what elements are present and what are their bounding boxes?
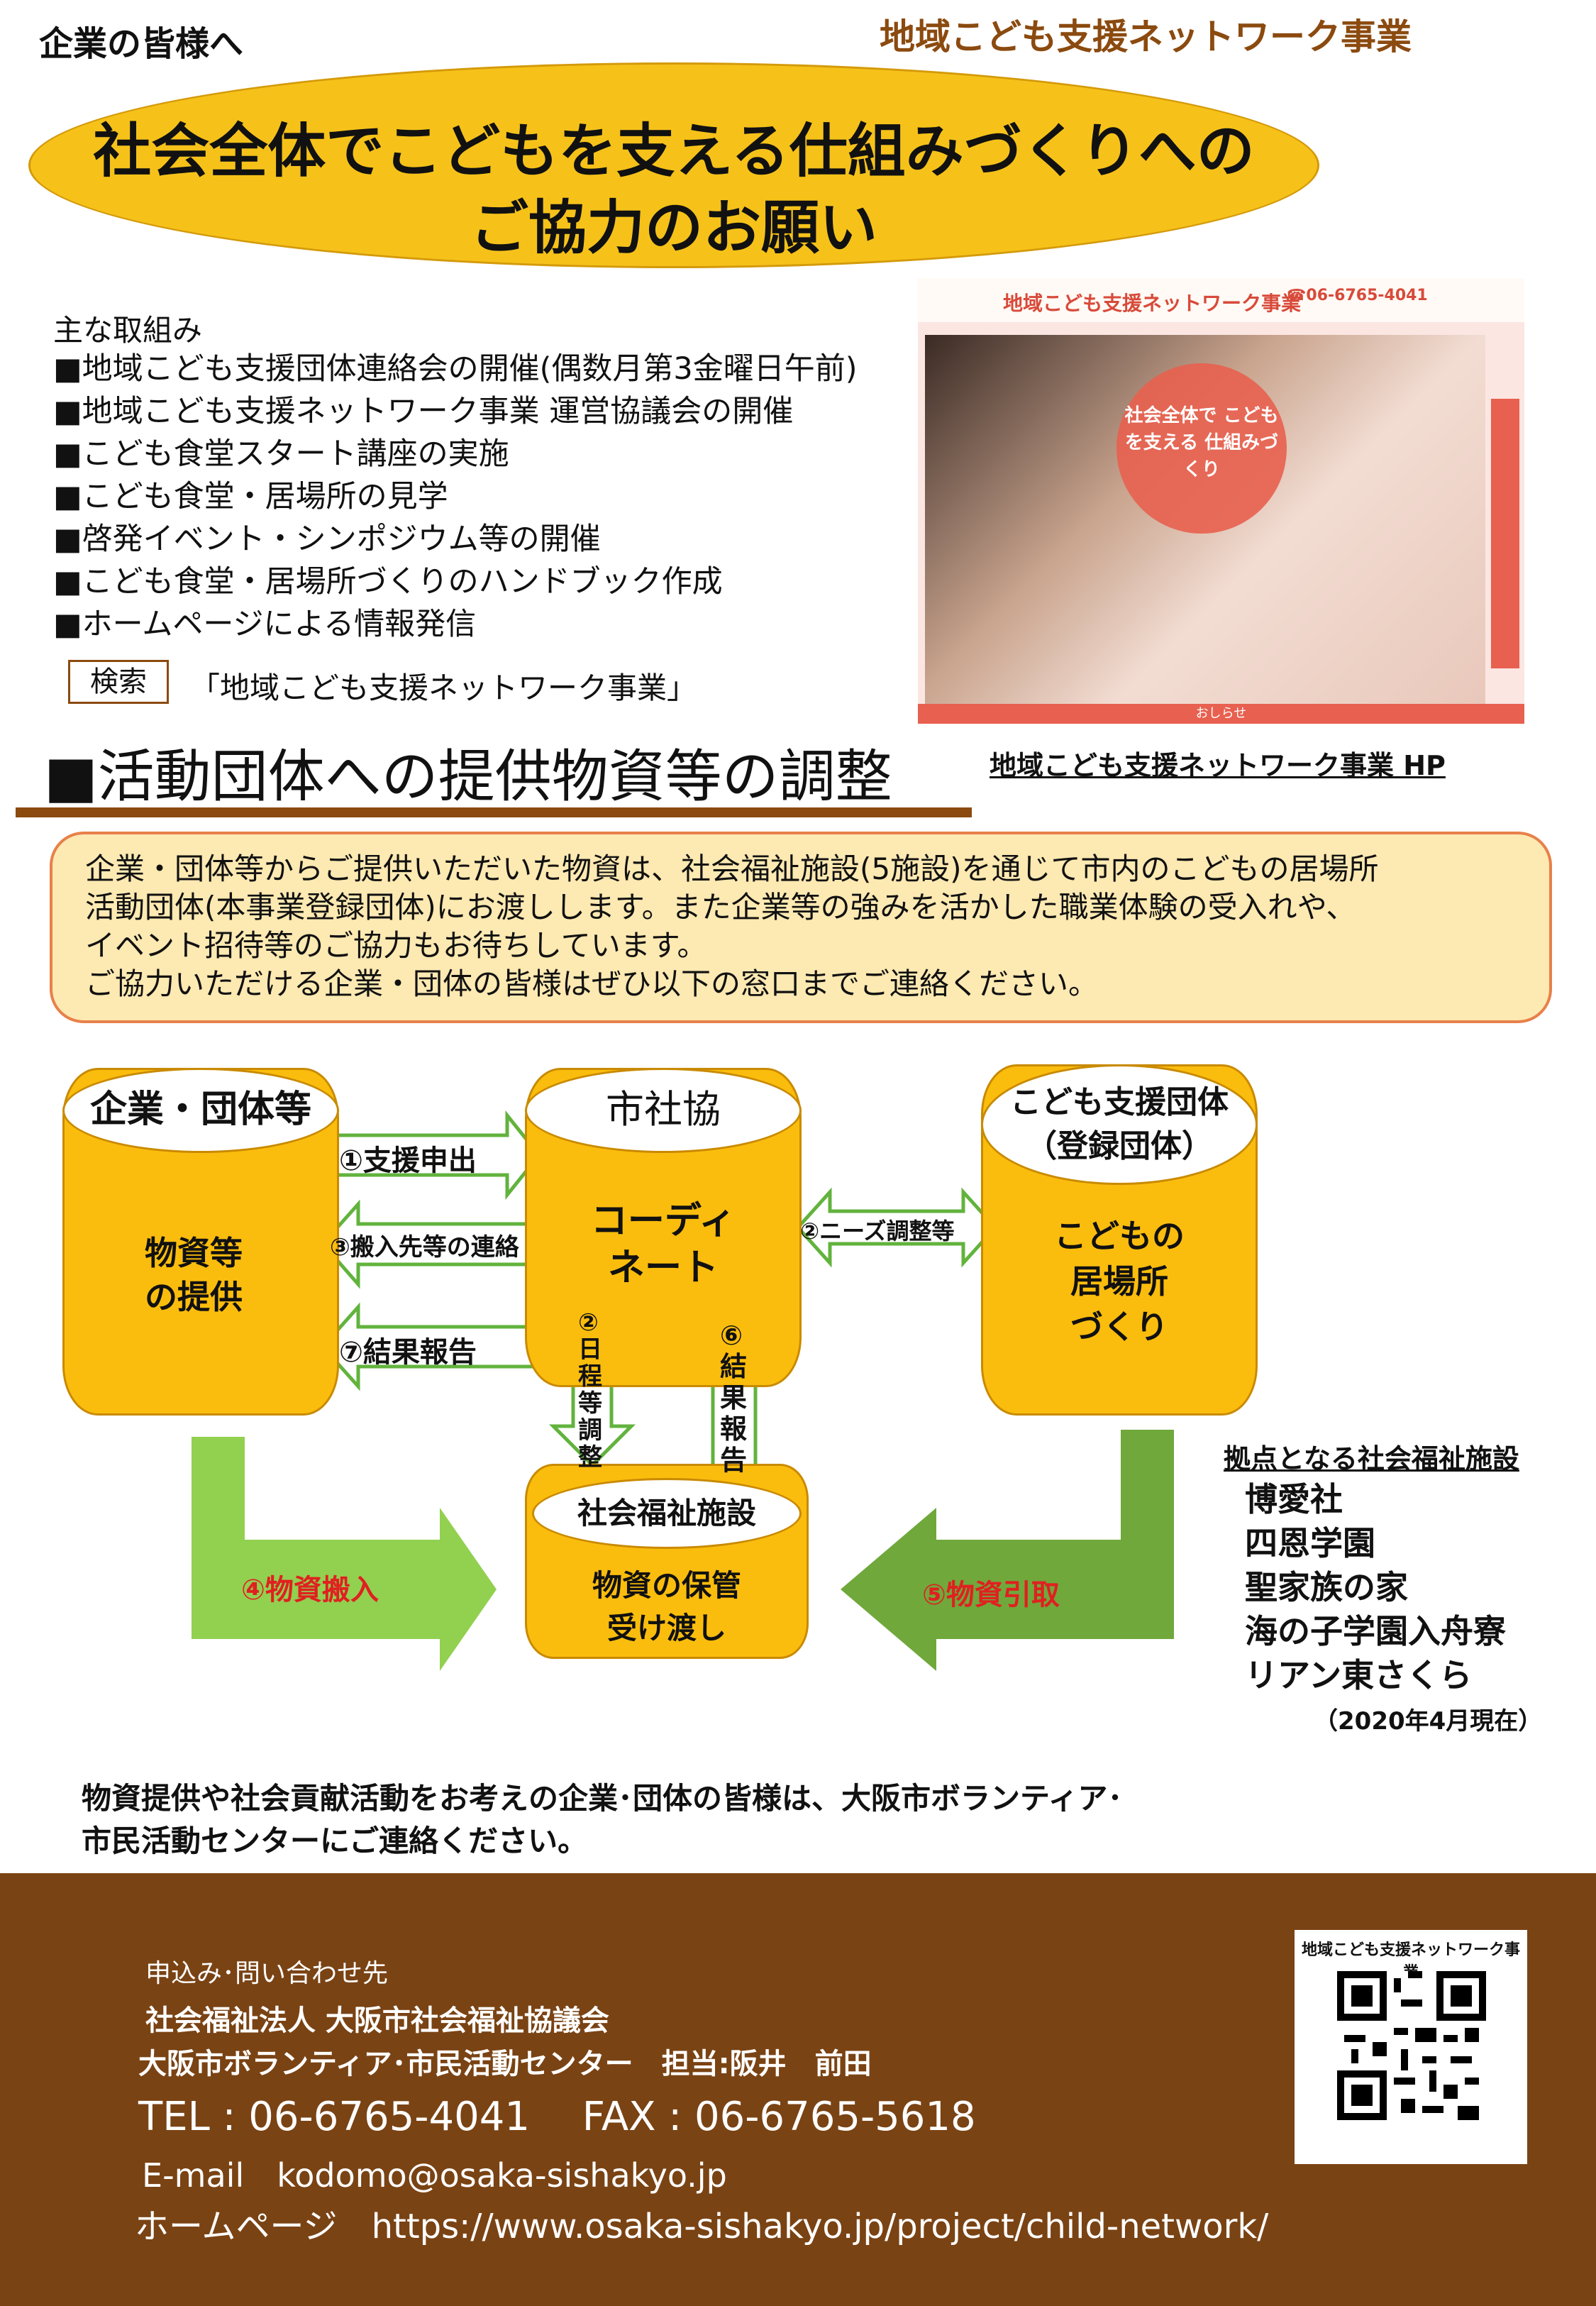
step2-schedule-label: ②日程等調整 <box>578 1308 602 1472</box>
facilities-list: 博愛社 四恩学園 聖家族の家 海の子学園入舟寮 リアン東さくら <box>1245 1477 1506 1697</box>
support-body-line: こどもの <box>1054 1217 1185 1255</box>
org-name: 社会福祉法人 大阪市社会福祉協議会 <box>145 2004 609 2037</box>
facility-body: 物資の保管 受け渡し <box>525 1565 809 1650</box>
support-body-line: づくり <box>1070 1308 1168 1346</box>
support-body-line: 居場所 <box>1070 1262 1168 1301</box>
hp-header <box>918 278 1524 322</box>
page-title: 社会全体でこどもを支える仕組みづくりへの ご協力のお願い <box>28 114 1319 267</box>
step2-needs-label: ②ニーズ調整等 <box>800 1218 955 1245</box>
search-term: 「地域こども支援ネットワーク事業」 <box>190 671 697 705</box>
council-body: コーディ ネート <box>525 1198 802 1291</box>
greeting-heading: 企業の皆様へ <box>39 24 244 64</box>
list-item: ■こども食堂・居場所の見学 <box>53 479 448 514</box>
initiatives-list: ■地域こども支援団体連絡会の開催(偶数月第3金曜日午前) ■地域こども支援ネット… <box>53 348 858 646</box>
company-body: 物資等 の提供 <box>62 1231 325 1319</box>
arrow-step4 <box>192 1437 497 1671</box>
list-item: リアン東さくら <box>1245 1656 1473 1694</box>
list-item: ■こども食堂スタート講座の実施 <box>53 436 509 472</box>
program-name: 地域こども支援ネットワーク事業 <box>880 16 1412 57</box>
support-org-cap: こども支援団体 （登録団体） <box>981 1064 1258 1185</box>
list-item: ■こども食堂・居場所づくりのハンドブック作成 <box>53 564 723 600</box>
list-item: ■地域こども支援団体連絡会の開催(偶数月第3金曜日午前) <box>53 351 858 387</box>
info-line: イベント招待等のご協力もお待ちしています。 <box>85 928 707 963</box>
hp-footer: おしらせ <box>918 704 1524 724</box>
list-item: 四恩学園 <box>1245 1524 1375 1562</box>
title-line-1: 社会全体でこどもを支える仕組みづくりへの <box>93 118 1255 185</box>
list-item: 海の子学園入舟寮 <box>1245 1612 1506 1650</box>
support-cap-line: （登録団体） <box>1026 1128 1213 1164</box>
hp-caption: 地域こども支援ネットワーク事業 HP <box>990 750 1446 781</box>
company-body-line: 物資等 <box>145 1234 243 1272</box>
council-cap: 市社協 <box>525 1068 802 1153</box>
arrow-step1 <box>328 1110 542 1201</box>
list-item: ■ホームページによる情報発信 <box>53 607 477 642</box>
step6-label: ⑥結果報告 <box>720 1320 748 1476</box>
facilities-note: （2020年4月現在） <box>1314 1707 1543 1736</box>
step5-label: ⑤物資引取 <box>922 1579 1060 1611</box>
list-item: ■地域こども支援ネットワーク事業 運営協議会の開催 <box>53 394 794 429</box>
cta-line: 物資提供や社会貢献活動をお考えの企業･団体の皆様は、大阪市ボランティア･ <box>82 1781 1123 1816</box>
support-org-body: こどもの 居場所 づくり <box>981 1213 1258 1350</box>
contact-label: 申込み･問い合わせ先 <box>145 1959 389 1988</box>
facilities-heading: 拠点となる社会福祉施設 <box>1224 1443 1519 1474</box>
title-banner <box>28 62 1319 268</box>
list-item: 聖家族の家 <box>1245 1568 1408 1606</box>
homepage-screenshot: 地域こども支援ネットワーク事業 ☎06-6765-4041 社会全体で こどもを… <box>918 278 1524 724</box>
tel-fax: TEL : 06-6765-4041 FAX : 06-6765-5618 <box>138 2094 976 2140</box>
hp-tel: ☎06-6765-4041 <box>1287 287 1428 304</box>
company-cap: 企業・団体等 <box>62 1068 339 1153</box>
hp-side-tabs <box>1491 399 1519 668</box>
step4-label: ④物資搬入 <box>241 1574 379 1606</box>
search-label-box: 検索 <box>68 660 169 704</box>
section-underline <box>16 807 972 817</box>
info-box <box>50 832 1552 1023</box>
arrow-step3 <box>320 1199 545 1289</box>
call-to-action: 物資提供や社会貢献活動をお考えの企業･団体の皆様は、大阪市ボランティア･ 市民活… <box>82 1777 1122 1863</box>
step1-label: ①支援申出 <box>339 1144 477 1177</box>
info-line: 活動団体(本事業登録団体)にお渡しします。また企業等の強みを活かした職業体験の受… <box>85 890 1356 925</box>
cta-line: 市民活動センターにご連絡ください。 <box>82 1824 588 1858</box>
homepage-link[interactable]: ホームページ https://www.osaka-sishakyo.jp/pro… <box>135 2207 1269 2246</box>
step3-label: ③搬入先等の連絡 <box>330 1233 519 1262</box>
list-item: ■啓発イベント・シンポジウム等の開催 <box>53 522 601 557</box>
info-line: 企業・団体等からご提供いただいた物資は、社会福祉施設(5施設)を通じて市内のこど… <box>85 851 1379 886</box>
step7-label: ⑦結果報告 <box>339 1336 477 1369</box>
qr-code-icon[interactable] <box>1337 1971 1486 2120</box>
hp-logo: 地域こども支援ネットワーク事業 <box>1003 292 1302 315</box>
info-line: ご協力いただける企業・団体の皆様はぜひ以下の窓口までご連絡ください。 <box>85 966 1099 1001</box>
council-body-line: コーディ <box>590 1200 736 1242</box>
facility-body-line: 物資の保管 <box>592 1568 741 1603</box>
center-name: 大阪市ボランティア･市民活動センター 担当:阪井 前田 <box>138 2048 872 2080</box>
arrow-step5 <box>841 1430 1174 1671</box>
facility-cap: 社会福祉施設 <box>532 1478 802 1549</box>
company-body-line: の提供 <box>145 1278 243 1316</box>
initiatives-heading: 主な取組み <box>53 313 203 348</box>
support-cap-line: こども支援団体 <box>1010 1084 1229 1120</box>
email-link[interactable]: E-mail kodomo@osaka-sishakyo.jp <box>142 2156 727 2195</box>
facility-body-line: 受け渡し <box>606 1611 726 1645</box>
hp-circle <box>1116 363 1287 534</box>
list-item: 博愛社 <box>1245 1480 1343 1518</box>
title-line-2: ご協力のお願い <box>470 194 877 262</box>
hp-circle-text: 社会全体で こどもを支える 仕組みづくり <box>1124 405 1279 480</box>
council-body-line: ネート <box>607 1247 719 1289</box>
arrow-step7 <box>320 1302 541 1391</box>
section-title: ■活動団体への提供物資等の調整 <box>44 744 892 810</box>
info-text: 企業・団体等からご提供いただいた物資は、社会福祉施設(5施設)を通じて市内のこど… <box>85 850 1379 1003</box>
